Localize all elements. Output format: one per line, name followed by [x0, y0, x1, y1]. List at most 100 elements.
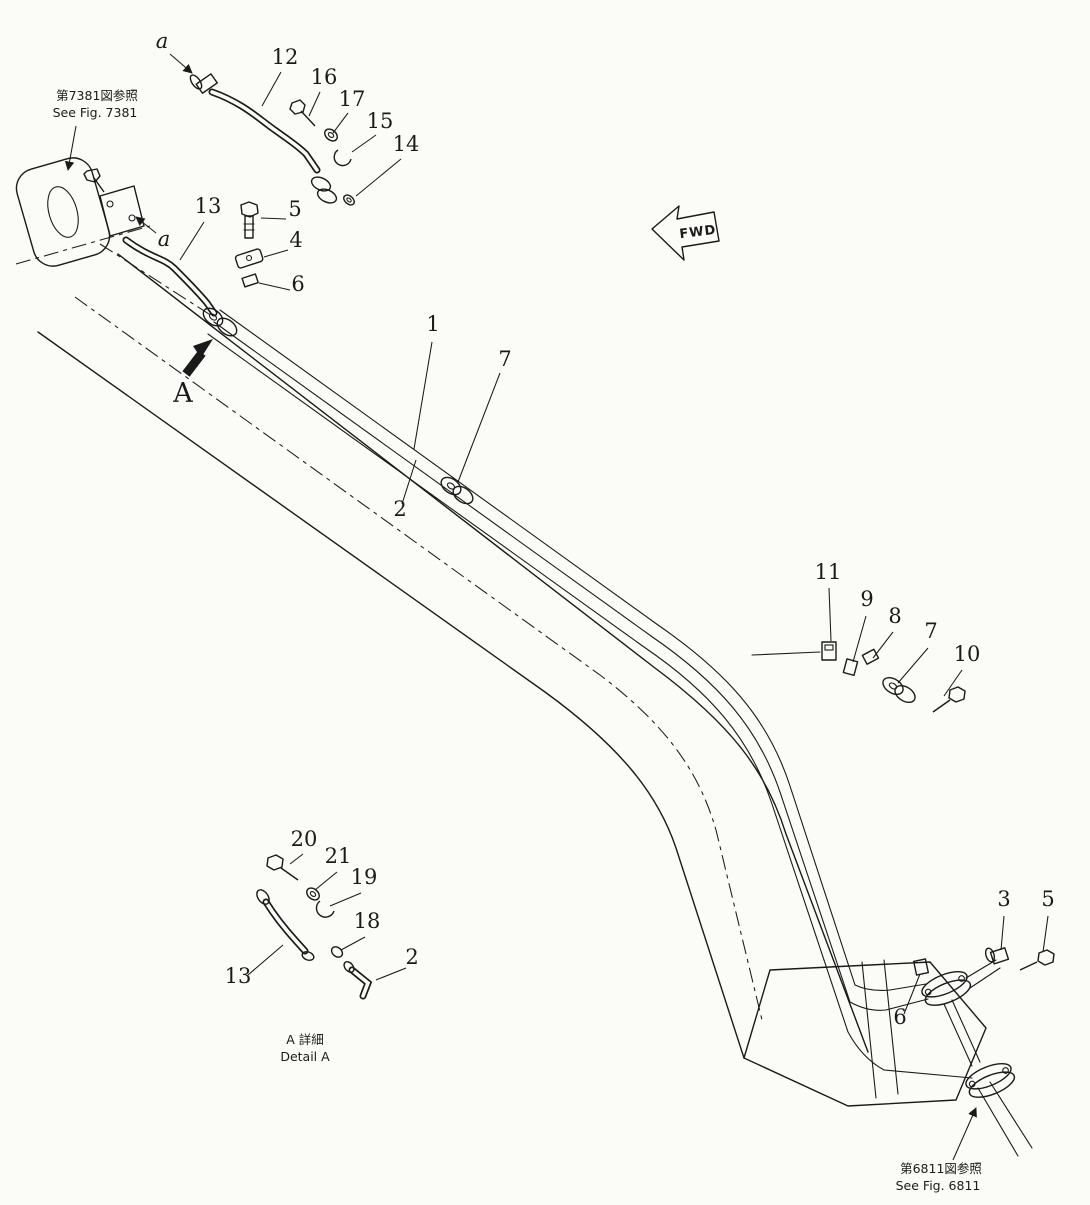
hydraulic-tube-lines [207, 309, 1033, 1157]
foot-stiffener-1 [861, 961, 877, 1099]
hose-13-detail-inner [264, 900, 307, 953]
boss-hub [47, 186, 79, 238]
bolt-20-head [266, 854, 284, 871]
leader-7-mid [457, 372, 501, 483]
flange-upper-hole-2 [958, 975, 965, 982]
clamp-7-right-2 [894, 684, 916, 704]
bolt-10-shank [932, 699, 951, 713]
callout-8: 8 [888, 604, 901, 628]
hose-axis-centerline [99, 243, 213, 317]
elbow-2-inner [350, 968, 371, 998]
hose-12-outer [208, 88, 321, 174]
callout-7-right: 7 [924, 619, 937, 643]
see-fig-6811-arrow [952, 1107, 977, 1161]
callout-16: 16 [311, 65, 338, 89]
tube-face-run-1 [951, 999, 981, 1063]
head-clamp-2 [216, 317, 238, 337]
foot-stiffener-2 [883, 959, 899, 1095]
tube-line-1 [219, 309, 927, 991]
boom-upper-edge [117, 253, 869, 1053]
leader-19 [329, 892, 362, 907]
view-a-arrow [182, 339, 213, 377]
view-a-label: A [172, 378, 193, 409]
flange-lower [965, 1063, 1016, 1098]
see-fig-6811-jp: 第6811図参照 [900, 1161, 982, 1176]
callout-4: 4 [289, 228, 302, 252]
fwd-arrow-outline [651, 205, 720, 261]
callout-17: 17 [339, 87, 366, 111]
bolt-5-bottom-head [1037, 949, 1055, 966]
clamp-7-right-1 [882, 676, 904, 696]
callout-14: 14 [393, 132, 420, 156]
leader-13-detail [247, 944, 284, 976]
hose-13-inner [124, 238, 216, 315]
tube-stub-2 [977, 1087, 1019, 1157]
fitting-3-face [984, 947, 996, 963]
flange-lower-hole-1 [968, 1080, 976, 1088]
callout-10: 10 [954, 642, 981, 666]
boom-foot-outline [743, 961, 987, 1107]
upper-hose-assembly [189, 73, 355, 206]
hose-12-banjo-2 [316, 188, 338, 204]
view-a-arrow-shaft [182, 350, 206, 377]
callout-13-detail: 13 [225, 964, 252, 988]
callout-12: 12 [272, 45, 299, 69]
clip-11 [821, 641, 837, 661]
leader-13-top [179, 221, 205, 261]
callout-1: 1 [426, 312, 439, 336]
ring-21 [306, 887, 320, 901]
mid-clamp-1-inner [446, 482, 456, 490]
hose-12-banjo-1 [310, 176, 332, 192]
leader-21 [314, 871, 338, 891]
hose-12-inner [210, 90, 319, 172]
clamp-plate-4-hole [245, 254, 253, 262]
spacer-6-top [241, 273, 259, 288]
ring-17-inner [327, 131, 335, 139]
boom-centerline [74, 296, 763, 1021]
see-fig-7381-arrow [64, 125, 77, 171]
ring-14-inner [346, 197, 352, 203]
leader-3 [1000, 915, 1005, 951]
see-fig-7381-jp: 第7381図参照 [56, 88, 138, 103]
flange-upper-face-2 [924, 979, 972, 1006]
boom-foot-fittings [912, 947, 1055, 1098]
leader-14 [355, 158, 402, 197]
mid-clamp-2 [452, 485, 474, 505]
callout-3: 3 [997, 887, 1010, 911]
boom-pivot-boss [15, 157, 111, 267]
callout-13-top: 13 [195, 194, 222, 218]
tube-face-run-2 [943, 1003, 973, 1067]
ring-17 [324, 128, 338, 142]
leader-20 [289, 853, 304, 865]
leader-12 [261, 71, 282, 107]
fwd-label: FWD [679, 223, 718, 242]
text-annotations: 第7381図参照 See Fig. 7381 a a A A 詳細 Detail… [53, 29, 982, 1193]
view-a-arrowhead [193, 339, 213, 358]
bolt-5-bottom-shank [1019, 961, 1038, 971]
clip-11-inner [824, 644, 834, 651]
flange-to-elbow-pipe-2 [969, 967, 1001, 989]
leader-10 [943, 669, 963, 697]
detail-a-parts [256, 854, 373, 1000]
boom-structure [15, 157, 987, 1107]
mid-clamp-group [440, 476, 474, 505]
leader-11 [828, 587, 832, 642]
flange-upper [921, 971, 972, 1006]
flange-bolt-hole-1 [106, 200, 114, 208]
flange-lower-face-1 [965, 1063, 1012, 1090]
clip-leader-line [751, 651, 821, 656]
flange-lower-face-2 [968, 1071, 1016, 1098]
leader-7-right [897, 647, 929, 684]
callout-11: 11 [815, 560, 842, 584]
callout-18: 18 [354, 909, 381, 933]
hose-12-top-eye [189, 74, 203, 90]
ring-14 [343, 194, 355, 206]
section-marker-a-top: a [156, 29, 169, 53]
callout-19: 19 [351, 865, 378, 889]
flange-to-elbow-pipe-1 [965, 959, 997, 979]
head-clamp-1 [202, 307, 224, 327]
leader-17 [332, 112, 349, 134]
clamp-plate-4 [234, 248, 264, 269]
